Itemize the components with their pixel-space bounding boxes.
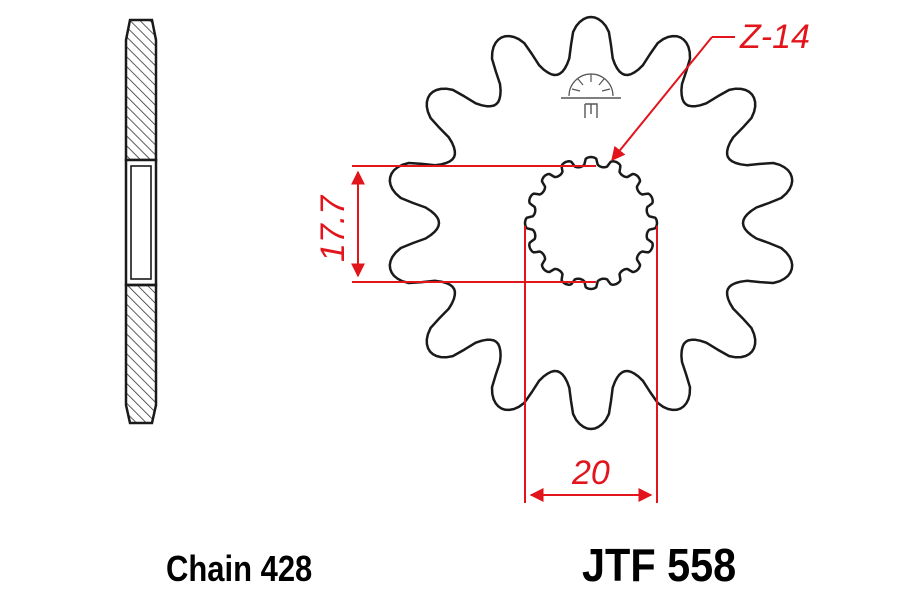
sprocket-outline bbox=[388, 15, 794, 431]
bore-dimension: 20 bbox=[524, 226, 658, 503]
tooth-count-label: Z-14 bbox=[739, 18, 810, 56]
side-view-upper-hub bbox=[124, 18, 158, 162]
side-view-bore-inner bbox=[130, 165, 152, 280]
chain-label: Chain 428 bbox=[166, 548, 313, 589]
tooth-count-arrow bbox=[611, 36, 713, 162]
spline-outline bbox=[523, 155, 659, 291]
spline-dimension: 17.7 bbox=[314, 165, 596, 283]
sun-logo-icon bbox=[561, 73, 621, 118]
side-view bbox=[124, 18, 158, 425]
bore-dimension-label: 20 bbox=[571, 454, 610, 492]
part-number: JTF 558 bbox=[582, 539, 737, 591]
side-view-lower-hub bbox=[124, 283, 158, 425]
spline-dimension-label: 17.7 bbox=[314, 195, 352, 262]
tooth-count-callout: Z-14 bbox=[611, 18, 810, 162]
